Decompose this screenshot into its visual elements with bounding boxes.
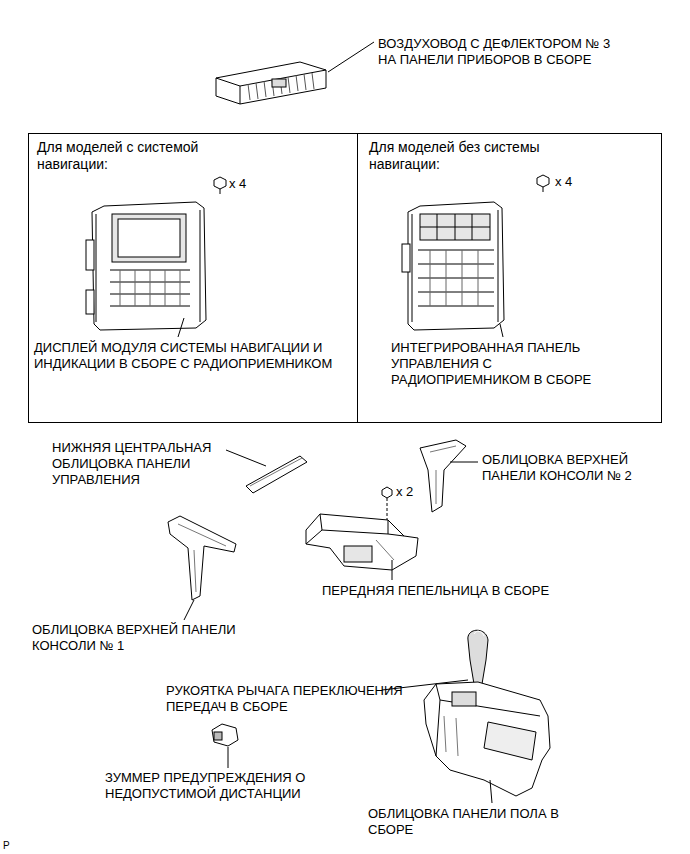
navigation-unit bbox=[96, 210, 200, 322]
radio-control-panel bbox=[420, 214, 490, 240]
console-panel-1 bbox=[168, 516, 236, 600]
screw bbox=[220, 189, 221, 194]
navigation-unit bbox=[112, 214, 186, 262]
leader-line bbox=[490, 780, 492, 803]
screw bbox=[537, 175, 549, 187]
front-ashtray bbox=[344, 546, 372, 562]
part-name: ОБЛИЦОВКА ПАНЕЛИ ПОЛА В СБОРЕ bbox=[368, 806, 568, 838]
navigation-unit bbox=[86, 290, 94, 314]
screw bbox=[382, 487, 392, 522]
air-duct bbox=[216, 62, 326, 104]
radio-control-panel bbox=[420, 214, 490, 240]
distance-buzzer bbox=[214, 732, 222, 740]
leader-line bbox=[392, 560, 393, 580]
figure-code: P bbox=[3, 840, 23, 852]
leader-line bbox=[328, 42, 374, 72]
part-name: ОБЛИЦОВКА ВЕРХНЕЙ ПАНЕЛИ КОНСОЛИ № 2 bbox=[482, 452, 677, 484]
leader-line bbox=[500, 324, 503, 337]
navigation-unit bbox=[120, 270, 180, 306]
radio-control-panel bbox=[430, 250, 478, 306]
variant-heading: Для моделей без системы навигации: bbox=[369, 139, 589, 173]
screw bbox=[537, 175, 549, 192]
leader-line bbox=[228, 747, 229, 768]
console-panel-1 bbox=[168, 516, 236, 600]
floor-panel bbox=[444, 716, 458, 756]
air-duct bbox=[216, 62, 326, 104]
radio-control-panel bbox=[418, 250, 494, 306]
radio-control-panel bbox=[412, 210, 498, 322]
screw bbox=[382, 487, 392, 498]
part-name: ПЕРЕДНЯЯ ПЕПЕЛЬНИЦА В СБОРЕ bbox=[322, 583, 592, 599]
part-name: ВОЗДУХОВОД С ДЕФЛЕКТОРОМ № 3 НА ПАНЕЛИ П… bbox=[378, 36, 618, 68]
part-name: НИЖНЯЯ ЦЕНТРАЛЬНАЯ ОБЛИЦОВКА ПАНЕЛИ УПРА… bbox=[52, 440, 227, 488]
console-panel-2 bbox=[430, 446, 456, 504]
air-duct bbox=[216, 70, 326, 104]
part-name: ДИСПЛЕЙ МОДУЛЯ СИСТЕМЫ НАВИГАЦИИ И ИНДИК… bbox=[34, 340, 352, 372]
part-name: ИНТЕГРИРОВАННАЯ ПАНЕЛЬ УПРАВЛЕНИЯ С РАДИ… bbox=[391, 340, 631, 388]
leader-line bbox=[178, 318, 184, 337]
radio-control-panel bbox=[402, 244, 410, 272]
navigation-unit bbox=[118, 219, 180, 257]
part-name: ЗУММЕР ПРЕДУПРЕЖДЕНИЯ О НЕДОПУСТИМОЙ ДИС… bbox=[105, 770, 355, 802]
radio-control-panel bbox=[402, 202, 504, 330]
screw bbox=[214, 177, 226, 189]
air-duct bbox=[272, 79, 286, 87]
floor-panel bbox=[452, 692, 476, 706]
leader-line bbox=[450, 462, 478, 463]
quantity-label: x 4 bbox=[555, 174, 595, 190]
screw bbox=[543, 187, 544, 192]
screw bbox=[387, 498, 388, 522]
front-ashtray bbox=[306, 514, 418, 570]
distance-buzzer bbox=[212, 724, 238, 746]
navigation-unit bbox=[86, 202, 206, 330]
shift-knob bbox=[474, 631, 484, 636]
variant-heading: Для моделей с системой навигации: bbox=[37, 139, 267, 173]
radio-control-panel bbox=[408, 202, 504, 330]
front-ashtray bbox=[376, 540, 394, 560]
air-duct bbox=[248, 73, 314, 100]
shift-knob bbox=[468, 630, 488, 684]
front-ashtray bbox=[306, 514, 418, 570]
quantity-label: x 2 bbox=[396, 484, 436, 500]
leader-line bbox=[226, 450, 266, 466]
floor-panel bbox=[424, 682, 550, 796]
part-name: ОБЛИЦОВКА ВЕРХНЕЙ ПАНЕЛИ КОНСОЛИ № 1 bbox=[32, 622, 267, 654]
variant-box: Для моделей без системы навигации:x 4 ИНТ… bbox=[357, 133, 662, 423]
navigation-unit bbox=[110, 270, 190, 306]
leader-line bbox=[184, 600, 194, 620]
console-panel-1 bbox=[178, 524, 226, 592]
quantity-label: x 4 bbox=[229, 176, 269, 192]
part-name: РУКОЯТКА РЫЧАГА ПЕРЕКЛЮЧЕНИЯ ПЕРЕДАЧ В С… bbox=[166, 683, 426, 715]
floor-panel bbox=[424, 682, 550, 796]
navigation-unit bbox=[86, 240, 94, 270]
console-panel-2 bbox=[420, 440, 466, 512]
navigation-unit bbox=[92, 202, 206, 330]
floor-panel bbox=[484, 722, 536, 760]
front-ashtray bbox=[306, 514, 404, 544]
variant-box: Для моделей с системой навигации: x 4 ДИСП… bbox=[28, 133, 358, 423]
screw bbox=[214, 177, 226, 194]
distance-buzzer bbox=[212, 724, 238, 746]
console-panel-2 bbox=[420, 440, 466, 512]
shift-knob bbox=[468, 630, 488, 684]
